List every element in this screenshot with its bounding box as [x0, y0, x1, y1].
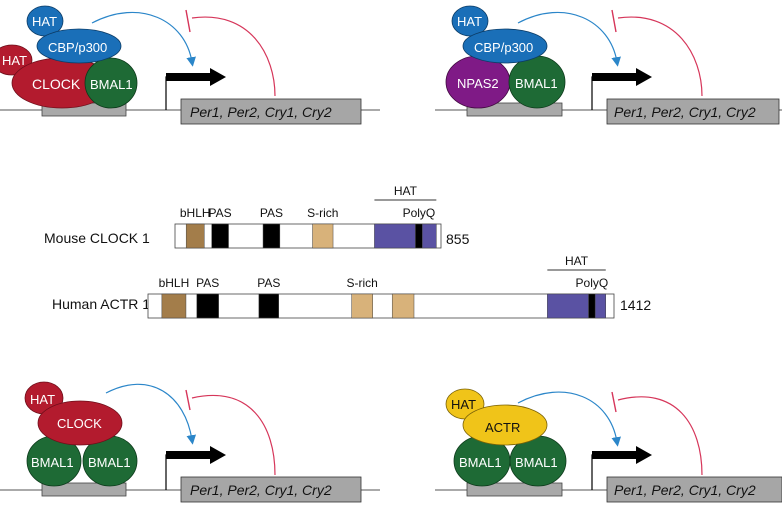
transcription-arrow-icon	[592, 68, 652, 86]
actr-label: ACTR	[485, 420, 520, 435]
activation-arrow	[517, 11, 621, 67]
domain-label: PolyQ	[576, 276, 609, 290]
protein-name: Human ACTR 1	[52, 296, 150, 312]
domain-pas	[262, 223, 281, 249]
bmal1-protein	[84, 57, 138, 109]
cbp-p300-label: CBP/p300	[48, 40, 107, 55]
bmal1-label: BMAL1	[88, 455, 131, 470]
cbp-p300-protein	[462, 28, 548, 64]
panel-bottom-right: BMAL1 BMAL1 HAT ACTR Per1, Per2, Cry1, C…	[435, 388, 782, 503]
domain-hat	[422, 223, 437, 249]
repression-bar	[185, 9, 191, 33]
hat-label: HAT	[30, 392, 55, 407]
protein-length: 855	[446, 231, 470, 247]
target-genes-box	[606, 98, 780, 125]
domain-bhlh	[161, 293, 187, 319]
panel-top-right: NPAS2 BMAL1 HAT CBP/p300 Per1, Per2, Cry…	[435, 5, 782, 125]
domain-pas	[258, 293, 279, 319]
cbp-p300-protein	[36, 28, 122, 64]
clock-label: CLOCK	[32, 76, 81, 92]
target-genes-label: Per1, Per2, Cry1, Cry2	[190, 482, 332, 498]
target-genes-box	[180, 476, 362, 503]
domain-pas	[415, 223, 423, 249]
hat-label: HAT	[457, 14, 482, 29]
panel-bottom-left: BMAL1 BMAL1 HAT CLOCK Per1, Per2, Cry1, …	[0, 381, 380, 503]
domain-label: PolyQ	[403, 206, 436, 220]
activation-arrow	[517, 391, 621, 447]
activation-arrow	[105, 383, 197, 445]
repression-bar	[185, 389, 191, 411]
domain-maps: Mouse CLOCK 1 855 Human ACTR 1 1412 bHLH…	[44, 184, 651, 319]
domain-label: S-rich	[307, 206, 338, 220]
clock-protein	[37, 400, 123, 446]
domain-label: PAS	[209, 206, 232, 220]
cbp-hat-blob	[451, 5, 489, 37]
domain-label: bHLH	[180, 206, 211, 220]
domain-hat	[547, 293, 589, 319]
panel-top-left: HAT CLOCK BMAL1 HAT CBP/p300 Per1, Per2,…	[0, 5, 380, 125]
domain-hat	[594, 293, 606, 319]
target-genes-box	[606, 476, 782, 503]
hat-label: HAT	[451, 397, 476, 412]
transcription-arrow-icon	[166, 446, 226, 464]
repression-bar	[611, 9, 617, 33]
domain-label: bHLH	[159, 276, 190, 290]
protein-length: 1412	[620, 297, 651, 313]
repression-arrow	[191, 395, 276, 476]
domain-hat	[374, 223, 416, 249]
hat-label: HAT	[2, 53, 27, 68]
repression-bar	[611, 391, 617, 413]
hat-region-label: HAT	[565, 254, 589, 268]
domain-label: PAS	[257, 276, 280, 290]
bmal1-label: BMAL1	[515, 76, 558, 91]
actr-protein	[462, 404, 548, 446]
domain-pas	[196, 293, 219, 319]
domain-srich	[312, 223, 334, 249]
target-genes-label: Per1, Per2, Cry1, Cry2	[614, 482, 756, 498]
npas2-label: NPAS2	[457, 76, 499, 91]
domain-pas	[588, 293, 596, 319]
domain-label: S-rich	[347, 276, 378, 290]
repression-arrow	[617, 16, 703, 97]
bmal1-label: BMAL1	[459, 455, 502, 470]
domain-label: PAS	[196, 276, 219, 290]
clock-label: CLOCK	[57, 416, 102, 431]
activation-arrow	[91, 11, 196, 67]
domain-srich	[351, 293, 373, 319]
target-genes-label: Per1, Per2, Cry1, Cry2	[614, 104, 756, 120]
cbp-p300-label: CBP/p300	[474, 40, 533, 55]
bmal1-label: BMAL1	[90, 77, 133, 92]
transcription-arrow-icon	[592, 446, 652, 464]
protein-backbone	[147, 293, 615, 319]
bmal1-label: BMAL1	[515, 455, 558, 470]
domain-bhlh	[185, 223, 205, 249]
repression-arrow	[617, 396, 703, 476]
domain-pas	[211, 223, 229, 249]
repression-arrow	[191, 16, 276, 97]
bmal1-label: BMAL1	[31, 455, 74, 470]
promoter-element	[41, 482, 127, 497]
hat-region-label: HAT	[394, 184, 418, 198]
domain-srich	[391, 293, 415, 319]
target-genes-label: Per1, Per2, Cry1, Cry2	[190, 104, 332, 120]
actr-domain-map: bHLH PAS PAS S-rich PolyQ HAT	[147, 254, 615, 319]
transcription-arrow-icon	[166, 68, 226, 86]
protein-name: Mouse CLOCK 1	[44, 230, 150, 246]
domain-label: PAS	[260, 206, 283, 220]
target-genes-box	[180, 98, 362, 125]
hat-label: HAT	[32, 14, 57, 29]
